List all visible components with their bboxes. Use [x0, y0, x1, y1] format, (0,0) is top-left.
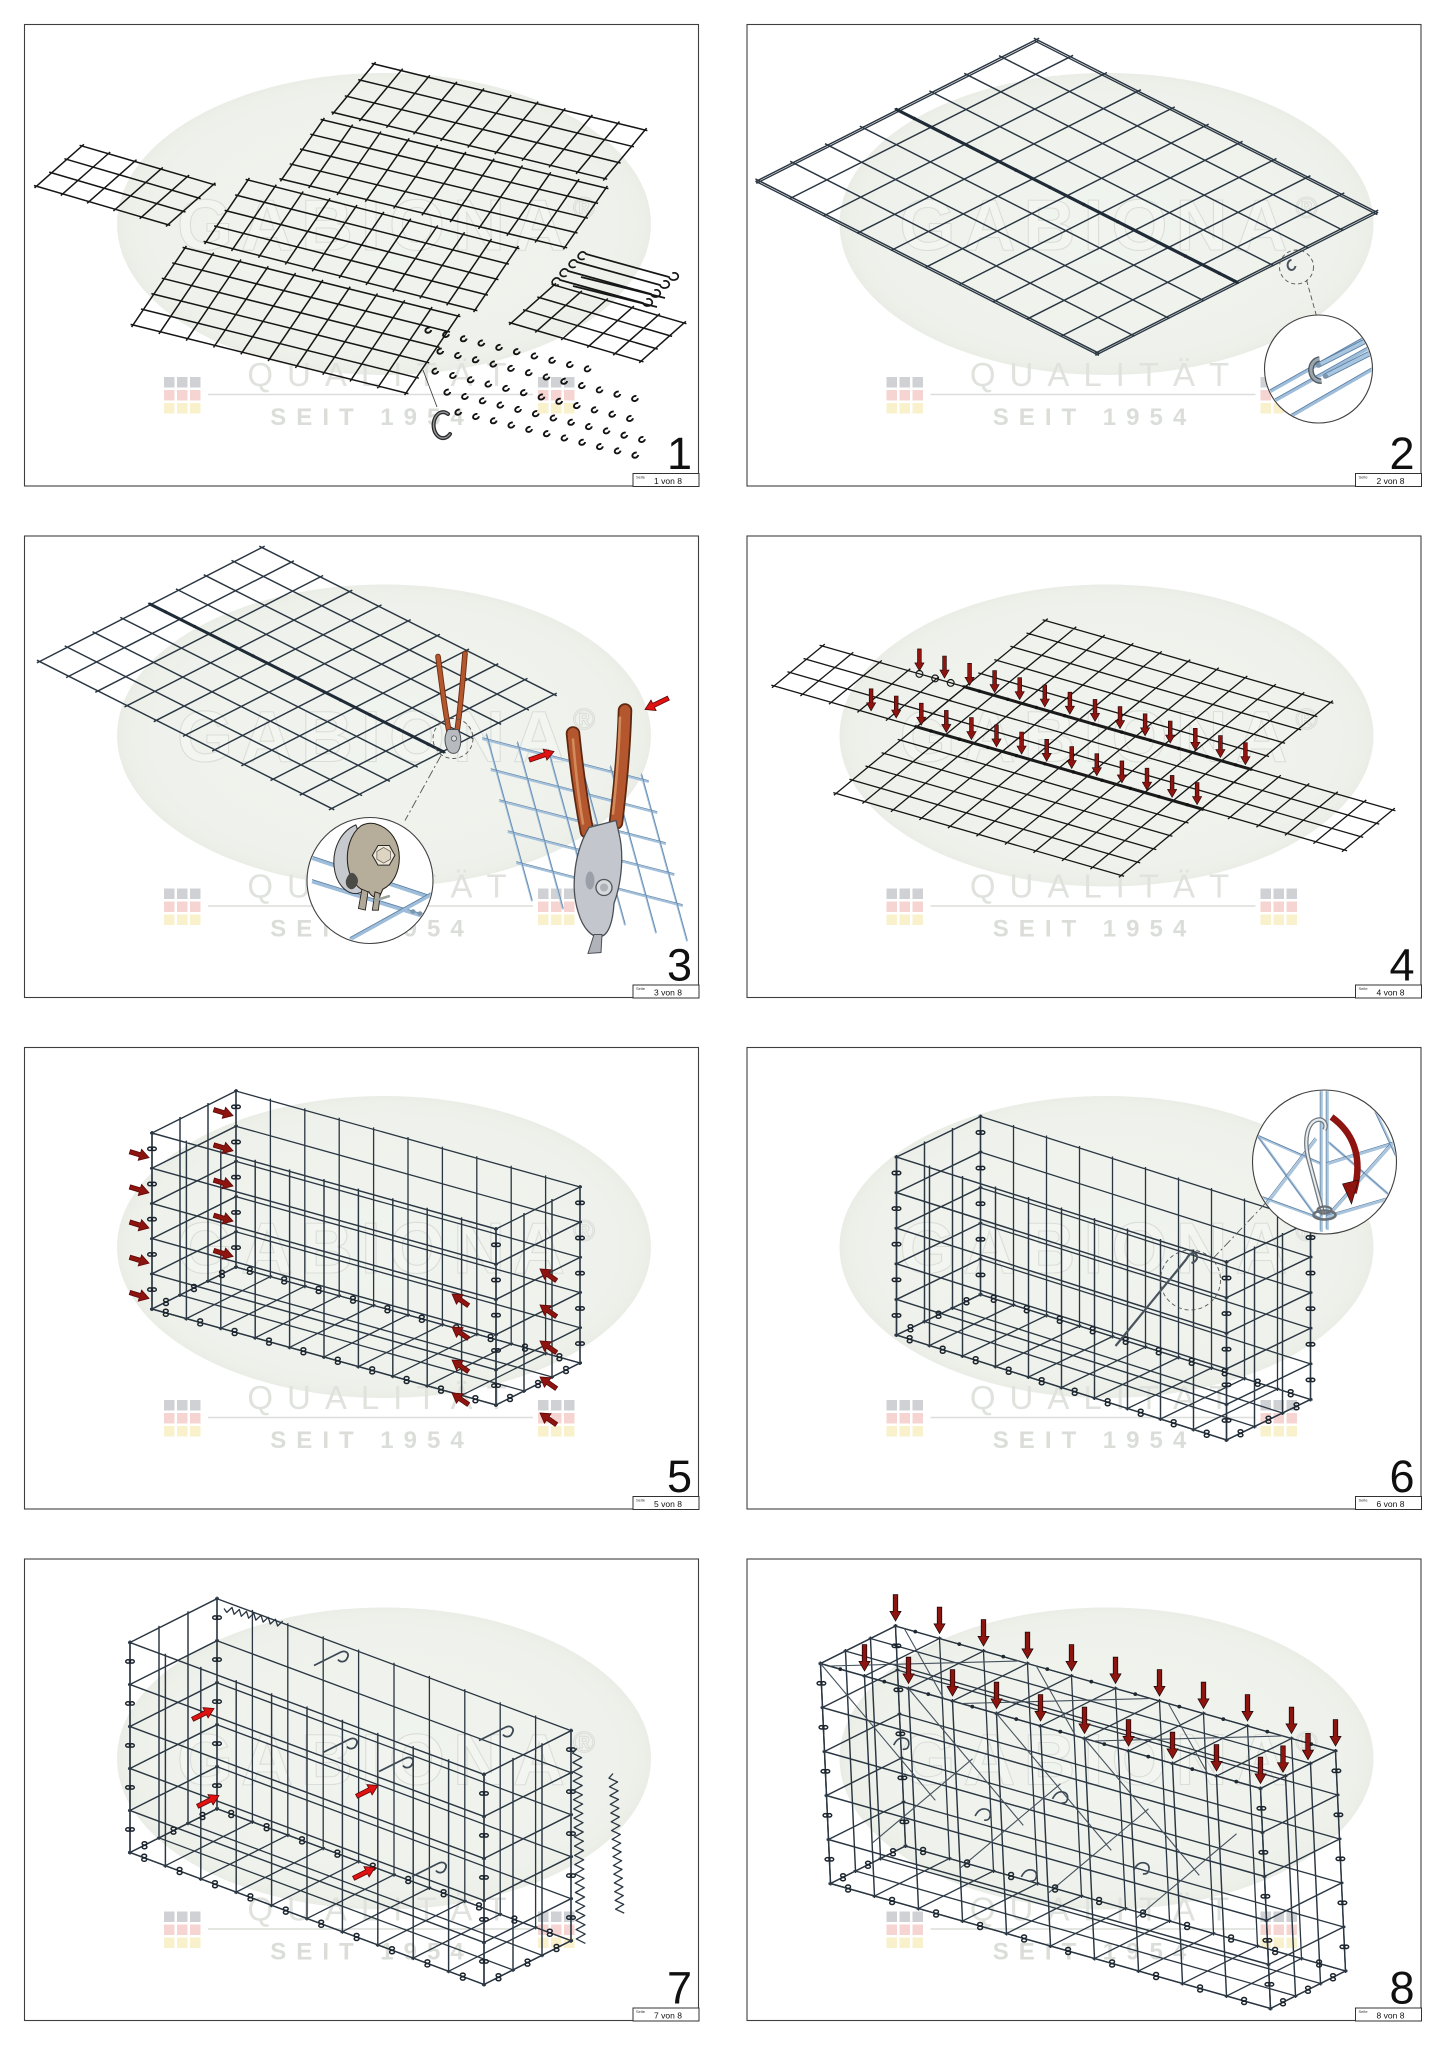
svg-text:6 von 8: 6 von 8: [1377, 1499, 1405, 1509]
svg-text:5 von 8: 5 von 8: [654, 1499, 682, 1509]
svg-text:7 von 8: 7 von 8: [654, 2011, 682, 2021]
svg-text:Seite: Seite: [1359, 475, 1369, 480]
svg-text:2 von 8: 2 von 8: [1377, 476, 1405, 486]
svg-text:6: 6: [1389, 1451, 1414, 1502]
svg-text:Seite: Seite: [636, 2009, 646, 2014]
svg-text:8: 8: [1389, 1963, 1414, 2014]
svg-text:1: 1: [667, 428, 692, 479]
svg-text:5: 5: [667, 1451, 692, 1502]
svg-text:7: 7: [667, 1963, 692, 2014]
svg-text:4 von 8: 4 von 8: [1377, 988, 1405, 998]
svg-text:Seite: Seite: [1359, 2009, 1369, 2014]
svg-text:2: 2: [1389, 428, 1414, 479]
svg-text:3: 3: [667, 940, 692, 991]
svg-text:Seite: Seite: [1359, 1498, 1369, 1503]
svg-text:8 von 8: 8 von 8: [1377, 2011, 1405, 2021]
svg-text:1 von 8: 1 von 8: [654, 476, 682, 486]
svg-text:4: 4: [1389, 940, 1414, 991]
svg-text:Seite: Seite: [636, 475, 646, 480]
svg-text:3 von 8: 3 von 8: [654, 988, 682, 998]
svg-text:Seite: Seite: [1359, 986, 1369, 991]
svg-text:Seite: Seite: [636, 1498, 646, 1503]
svg-text:Seite: Seite: [636, 986, 646, 991]
